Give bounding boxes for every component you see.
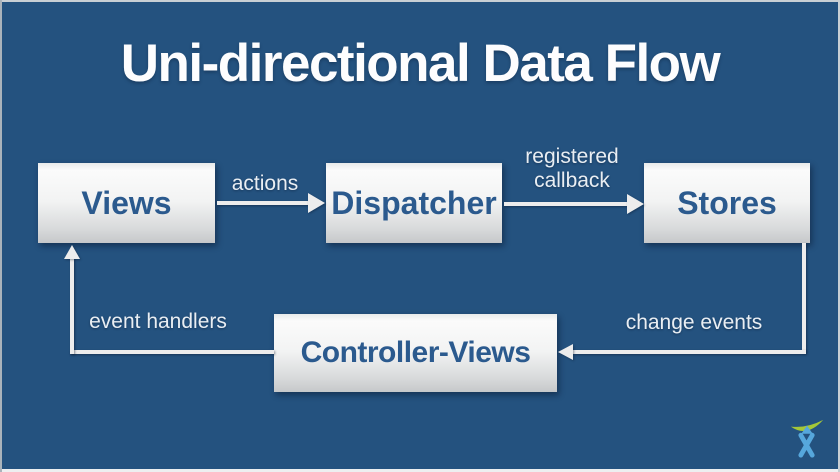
node-views-label: Views (81, 184, 172, 221)
node-controller-views: Controller-Views (274, 314, 557, 392)
arrow-views-to-dispatcher (217, 201, 308, 205)
arrow-dispatcher-to-stores (504, 202, 627, 206)
slide-border-top (0, 0, 840, 2)
edge-label-event-handlers: event handlers (89, 310, 227, 333)
arrow-controller-to-views-horizontal (70, 350, 274, 354)
arrowhead-stores-to-controller (558, 344, 573, 360)
slide-border-bottom (0, 469, 840, 472)
arrowhead-controller-to-views (64, 245, 80, 259)
edge-label-registered-callback: registered callback (525, 145, 619, 192)
edge-label-actions: actions (231, 172, 299, 195)
arrow-stores-to-controller-vertical (802, 243, 806, 352)
arrow-controller-to-views-vertical (70, 257, 74, 354)
arrowhead-dispatcher-to-stores (627, 194, 644, 214)
slide-border-right (838, 0, 840, 472)
slide-title: Uni-directional Data Flow (120, 34, 721, 93)
slide-border-left (0, 0, 2, 472)
node-dispatcher: Dispatcher (326, 163, 502, 243)
arrow-stores-to-controller-horizontal (573, 350, 806, 354)
atlassian-logo-icon (790, 419, 824, 458)
edge-label-change-events: change events (625, 311, 763, 334)
node-stores: Stores (644, 163, 810, 243)
node-dispatcher-label: Dispatcher (331, 184, 497, 221)
node-stores-label: Stores (677, 184, 777, 221)
arrowhead-views-to-dispatcher (308, 193, 325, 213)
node-controller-views-label: Controller-Views (300, 336, 531, 369)
node-views: Views (38, 163, 215, 243)
